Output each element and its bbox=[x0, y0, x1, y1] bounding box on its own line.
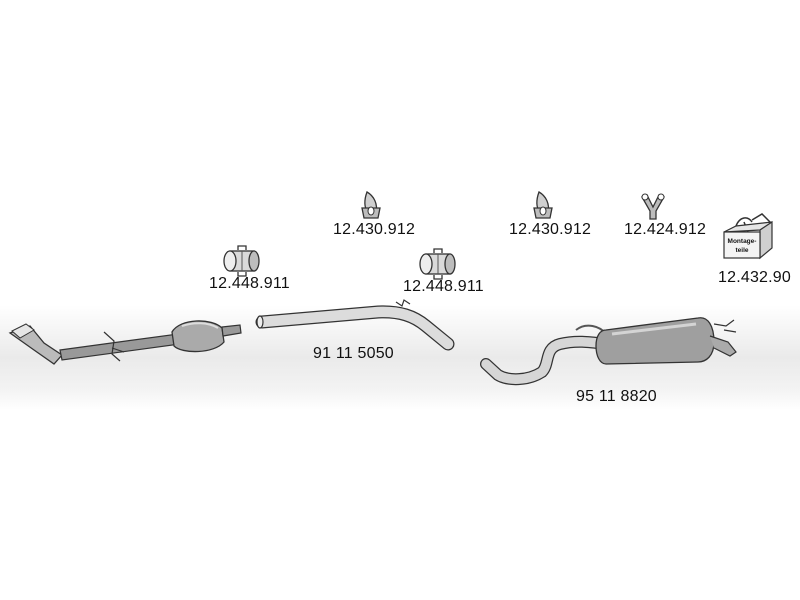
box-text-line2: teile bbox=[735, 247, 748, 254]
part-number-hanger-1: 12.430.912 bbox=[333, 221, 416, 238]
part-number-hanger-3: 12.424.912 bbox=[624, 221, 707, 238]
middle-pipe-drawing bbox=[255, 299, 455, 351]
clamp-icon bbox=[223, 245, 260, 277]
part-number-hanger-2: 12.430.912 bbox=[509, 221, 592, 238]
part-number-clamp-2: 12.448.911 bbox=[403, 278, 484, 295]
part-number-mounting-kit: 12.432.90 bbox=[718, 269, 791, 286]
part-number-clamp-1: 12.448.911 bbox=[209, 275, 290, 292]
part-number-middle-pipe: 91 11 5050 bbox=[313, 345, 394, 362]
rubber-hanger-icon bbox=[361, 191, 381, 219]
front-pipe-catalyst bbox=[8, 320, 242, 365]
rear-silencer-drawing bbox=[480, 317, 737, 386]
clamp-icon bbox=[419, 248, 456, 280]
rubber-hanger-icon bbox=[533, 191, 553, 219]
mounting-kit-box: Montage- teile bbox=[723, 213, 773, 260]
v-hanger-icon bbox=[641, 193, 665, 220]
box-text-line1: Montage- bbox=[728, 238, 757, 245]
part-number-rear-silencer: 95 11 8820 bbox=[576, 388, 657, 405]
